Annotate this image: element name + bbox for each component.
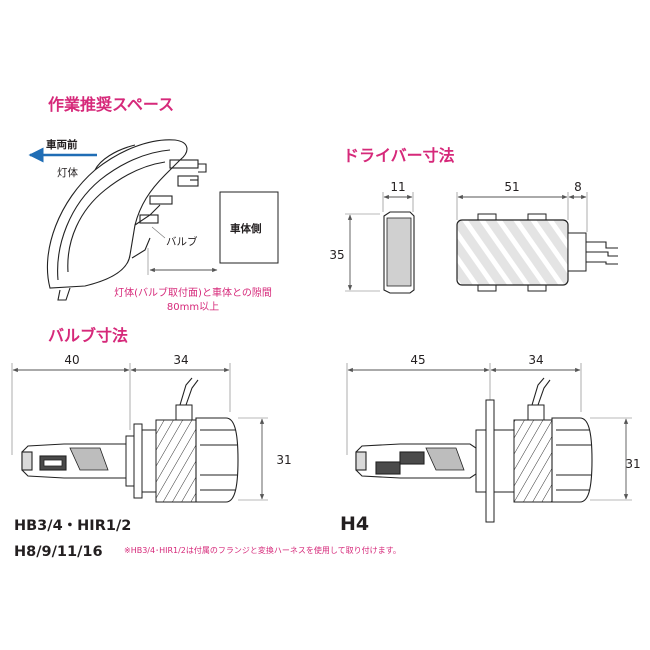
gap-note-line2: 80mm以上 (167, 301, 219, 313)
right-dim-31: 31 (625, 457, 640, 471)
left-dim-40: 40 (64, 353, 79, 367)
lamp-label: 灯体 (57, 167, 78, 179)
gap-note-line1: 灯体(バルブ取付面)と車体との隙間 (114, 286, 272, 299)
headlamp-housing-illustration (46, 139, 207, 301)
driver-title: ドライバー寸法 (343, 146, 455, 165)
driver-front-view (456, 213, 618, 292)
h4-bulb-illustration (355, 377, 593, 523)
left-bulb-type-line2: H8/9/11/16 (14, 544, 103, 560)
driver-dim-51: 51 (504, 180, 519, 194)
left-dim-34: 34 (173, 353, 188, 367)
left-dim-31: 31 (276, 453, 291, 467)
driver-dim-8: 8 (574, 180, 582, 194)
footnote: ※HB3/4･HIR1/2は付属のフランジと変換ハーネスを使用して取り付けます。 (124, 545, 401, 555)
right-dim-45: 45 (410, 353, 425, 367)
driver-dim-11: 11 (390, 180, 405, 194)
bulb-title: バルブ寸法 (48, 326, 128, 345)
right-bulb-type: H4 (340, 513, 369, 535)
vehicle-body-label: 車体側 (230, 222, 262, 235)
right-dim-34: 34 (528, 353, 543, 367)
bulb-label: バルブ (166, 235, 198, 248)
bulb-leader-line (151, 226, 166, 239)
front-label: 車両前 (46, 138, 78, 151)
driver-dim-35: 35 (329, 248, 344, 262)
driver-side-view (383, 211, 415, 294)
vehicle-body-box (219, 191, 279, 264)
work-space-title: 作業推奨スペース (48, 95, 174, 114)
hb3-bulb-illustration (21, 377, 239, 503)
left-bulb-type-line1: HB3/4・HIR1/2 (14, 518, 131, 534)
